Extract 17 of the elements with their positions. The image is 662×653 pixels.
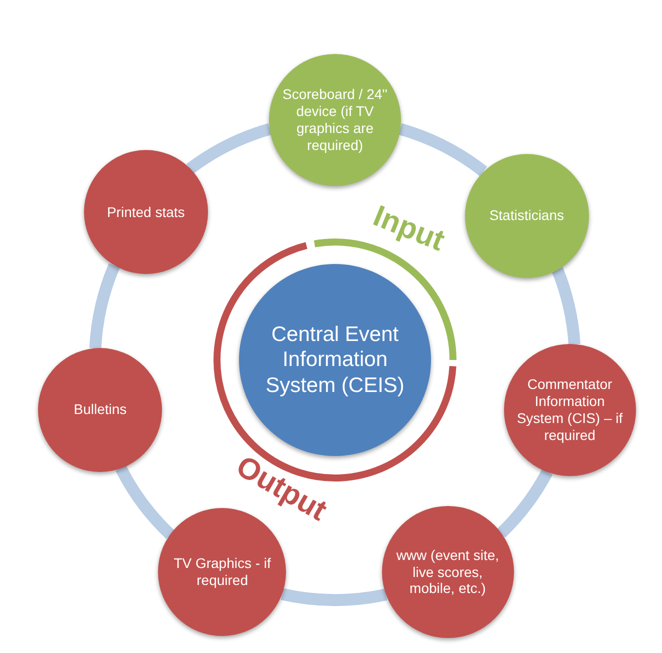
- arc-label: Input: [368, 200, 449, 258]
- circle-label: www (event site, live scores, mobile, etc.): [395, 546, 500, 598]
- ring-connector: [186, 123, 272, 174]
- circle-label: Commentator Information System (CIS) – if required: [516, 376, 624, 444]
- ring-connector: [398, 123, 487, 176]
- circle-label: Printed stats: [106, 204, 185, 221]
- circle-label: TV Graphics - if required: [172, 555, 272, 589]
- ring-connector: [89, 263, 120, 349]
- circle-label: Statisticians: [489, 207, 564, 224]
- ring-connector: [552, 267, 580, 345]
- circle-label: Central Event Information System (CEIS): [264, 322, 406, 398]
- circle-label: Scoreboard / 24'' device (if TV graphics are required): [282, 86, 388, 154]
- ring-connector: [496, 468, 553, 538]
- ring-connector: [116, 465, 175, 539]
- center-circle: [239, 264, 431, 456]
- circle-label: Bulletins: [74, 401, 127, 418]
- ring-connector: [281, 588, 387, 606]
